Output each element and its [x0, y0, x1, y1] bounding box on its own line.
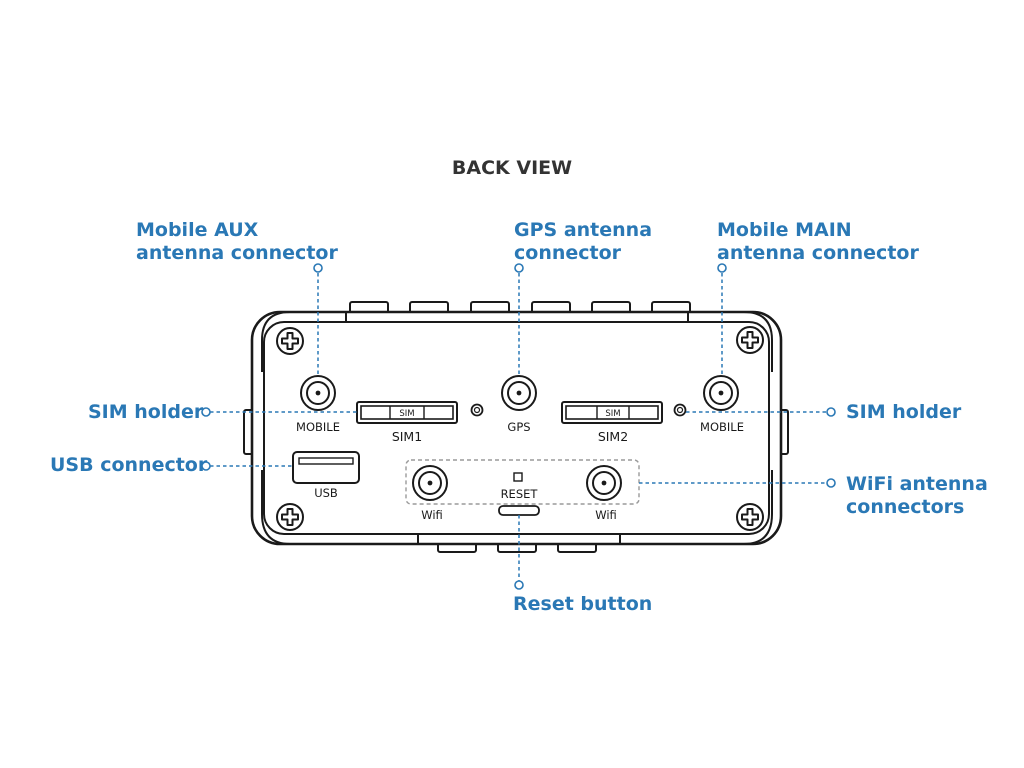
gps-connector-icon [501, 375, 537, 411]
wifi-label-line1: WiFi antenna [846, 473, 988, 495]
mobile-main-connector-icon [703, 375, 739, 411]
usb-port [292, 451, 360, 484]
mobile-main-antenna-label: Mobile MAIN antenna connector [717, 219, 919, 265]
sim1-text: SIM1 [392, 429, 422, 444]
gps-label-line1: GPS antenna [514, 219, 653, 241]
page-title: BACK VIEW [451, 157, 573, 179]
router-body [243, 301, 789, 553]
mobile-main-label-line2: antenna connector [717, 242, 919, 264]
mobile-aux-antenna-label: Mobile AUX antenna connector [136, 219, 338, 265]
reset-button-label: Reset button [513, 593, 653, 615]
sim-holder-left-label: SIM holder [88, 401, 204, 423]
sim2-tag: SIM [605, 409, 620, 419]
gps-label-line2: connector [514, 242, 622, 264]
mobile-main-callout-dot [717, 263, 727, 273]
mobile-aux-label-line2: antenna connector [136, 242, 338, 264]
mobile-left-text: MOBILE [296, 420, 340, 434]
gps-text: GPS [507, 420, 530, 434]
wifi-label-line2: connectors [846, 496, 965, 518]
wifi-reset-area [405, 459, 640, 505]
sim2-slot: SIM [561, 401, 663, 424]
sim-right-callout-dot [826, 407, 836, 417]
screw-icon-top-left [276, 327, 304, 355]
reset-button-slot [498, 505, 540, 516]
screw-icon-bottom-left [276, 503, 304, 531]
wifi-left-text: Wifi [421, 508, 443, 522]
sim-holder-right-label: SIM holder [846, 401, 962, 423]
screw-icon-bottom-right [736, 503, 764, 531]
wifi-callout-dot [826, 478, 836, 488]
usb-connector-label: USB connector [50, 454, 208, 476]
usb-callout-dot [201, 461, 211, 471]
sim1-slot: SIM [356, 401, 458, 424]
mobile-aux-callout-dot [313, 263, 323, 273]
sim-left-callout-dot [201, 407, 211, 417]
reset-led-icon [513, 472, 523, 482]
reset-callout-dot [514, 580, 524, 590]
mobile-aux-connector-icon [300, 375, 336, 411]
sim2-text: SIM2 [598, 429, 628, 444]
gps-antenna-label: GPS antenna connector [514, 219, 652, 265]
screw-icon-top-right [736, 326, 764, 354]
mobile-main-label-line1: Mobile MAIN [717, 219, 852, 241]
sim1-tag: SIM [399, 409, 414, 419]
wifi-antenna-label: WiFi antenna connectors [846, 473, 988, 519]
mobile-right-text: MOBILE [700, 420, 744, 434]
wifi-left-connector-icon [412, 465, 448, 501]
mobile-aux-label-line1: Mobile AUX [136, 219, 259, 241]
wifi-right-text: Wifi [595, 508, 617, 522]
gps-callout-dot [514, 263, 524, 273]
reset-text: RESET [501, 487, 539, 501]
usb-text: USB [314, 486, 338, 500]
wifi-right-connector-icon [586, 465, 622, 501]
